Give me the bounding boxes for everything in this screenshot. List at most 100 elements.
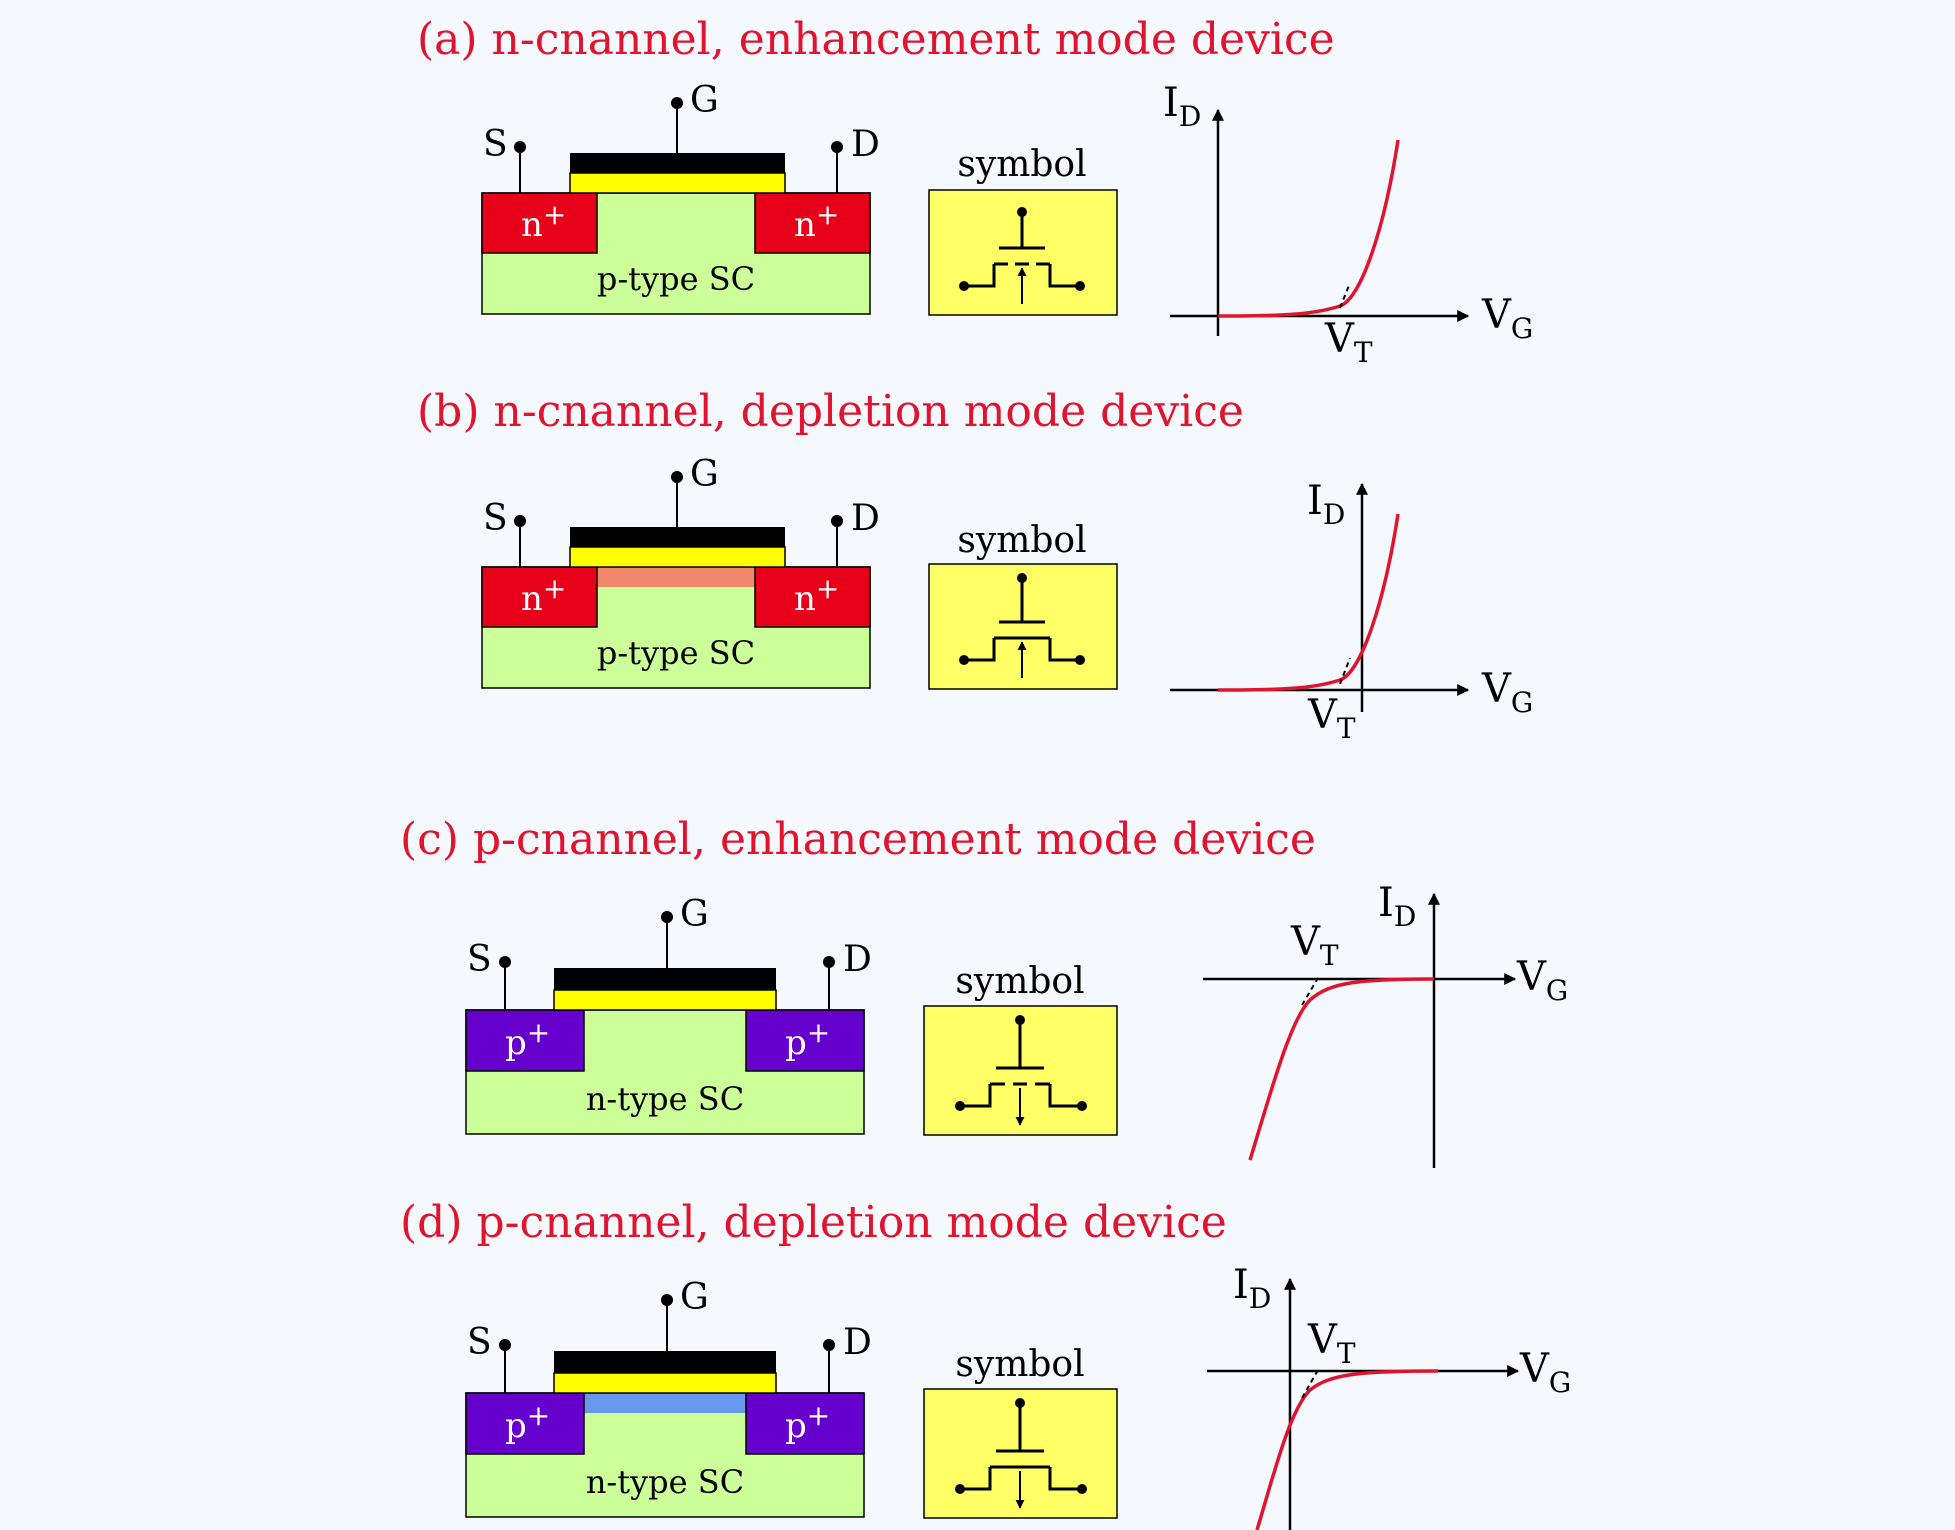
source-terminal-dot: [514, 515, 526, 527]
source-label: S: [467, 1322, 492, 1363]
gate-oxide: [569, 172, 786, 194]
symbol-label: symbol: [957, 520, 1086, 561]
substrate-label: p-type SC: [597, 260, 755, 298]
gate-metal: [570, 527, 785, 547]
id-axis-label: ID: [1307, 478, 1345, 531]
gate-metal: [554, 1351, 776, 1373]
drain-region-label: p+: [785, 1399, 830, 1446]
gate-terminal-dot: [671, 97, 683, 109]
id-axis-label: ID: [1163, 80, 1201, 133]
cross-section: p+ p+ n-type SC S G D: [465, 1277, 872, 1518]
circuit-symbol-box: symbol: [928, 144, 1118, 316]
panel-d: (d) p-cnannel, depletion mode device p+ …: [400, 1197, 1571, 1530]
id-vg-curve: [1217, 139, 1400, 318]
source-label: S: [483, 498, 508, 539]
drain-region: [754, 192, 871, 254]
drain-label: D: [843, 1322, 872, 1363]
gate-oxide: [569, 546, 786, 568]
id-axis-label: ID: [1233, 1262, 1271, 1315]
source-region: [481, 192, 598, 254]
cross-section: n+ n+ p-type SC S G D: [481, 80, 880, 315]
cross-section: n+ n+ p-type SC S G D: [481, 454, 880, 689]
gate-metal: [570, 153, 785, 173]
gate-label: G: [680, 1277, 709, 1318]
vt-label: VT: [1324, 316, 1373, 369]
drain-label: D: [843, 939, 872, 980]
symbol-label: symbol: [955, 1344, 1084, 1385]
drain-region-label: n+: [794, 198, 839, 245]
drain-terminal-dot: [831, 141, 843, 153]
id-vg-plot: ID VG VT: [1170, 478, 1533, 745]
vg-axis-label: VG: [1516, 954, 1568, 1007]
drain-region: [745, 1009, 865, 1072]
drain-label: D: [851, 498, 880, 539]
id-axis-label: ID: [1378, 880, 1416, 933]
gate-oxide: [553, 989, 777, 1011]
symbol-label: symbol: [957, 144, 1086, 185]
mosfet-symbol-arrow-out-icon: [955, 1015, 1087, 1126]
panel-title: (b) n-cnannel, depletion mode device: [417, 386, 1244, 437]
drain-label: D: [851, 124, 880, 165]
source-terminal-dot: [499, 1339, 511, 1351]
depletion-channel: [583, 1393, 747, 1413]
substrate-label: p-type SC: [597, 634, 755, 672]
source-region: [481, 566, 598, 628]
circuit-symbol-box: symbol: [923, 1344, 1118, 1519]
mosfet-symbol-arrow-out-icon: [955, 1398, 1087, 1509]
id-vg-plot: ID VG VT: [1207, 1262, 1571, 1530]
source-terminal-dot: [499, 956, 511, 968]
depletion-channel: [596, 567, 756, 587]
panel-title: (a) n-cnannel, enhancement mode device: [417, 14, 1335, 65]
id-vg-plot: ID VG VT: [1163, 80, 1533, 369]
drain-terminal-dot: [823, 1339, 835, 1351]
source-region-label: n+: [521, 572, 566, 619]
mosfet-symbol-arrow-in-icon: [959, 573, 1085, 678]
source-region-label: p+: [505, 1016, 550, 1063]
vt-extrapolation-line: [1339, 657, 1351, 685]
vt-label: VT: [1307, 692, 1356, 745]
source-region: [465, 1392, 585, 1455]
drain-terminal-dot: [831, 515, 843, 527]
cross-section: p+ p+ n-type SC S G D: [465, 894, 872, 1135]
source-region: [465, 1009, 585, 1072]
id-vg-curve: [1255, 1369, 1439, 1530]
drain-region: [754, 566, 871, 628]
source-label: S: [467, 939, 492, 980]
panel-title: (d) p-cnannel, depletion mode device: [400, 1197, 1227, 1248]
gate-terminal-dot: [661, 911, 673, 923]
gate-oxide: [553, 1372, 777, 1394]
vt-extrapolation-line: [1301, 1369, 1319, 1399]
panel-c: (c) p-cnannel, enhancement mode device p…: [400, 814, 1568, 1168]
drain-terminal-dot: [823, 956, 835, 968]
gate-label: G: [690, 454, 719, 495]
gate-label: G: [690, 80, 719, 121]
substrate-label: n-type SC: [586, 1080, 744, 1118]
source-region-label: p+: [505, 1399, 550, 1446]
vg-axis-label: VG: [1519, 1346, 1571, 1399]
gate-metal: [554, 968, 776, 990]
vg-axis-label: VG: [1481, 666, 1533, 719]
panel-a: (a) n-cnannel, enhancement mode device n…: [417, 14, 1533, 369]
gate-terminal-dot: [671, 471, 683, 483]
circuit-symbol-box: symbol: [928, 520, 1118, 690]
vt-label: VT: [1290, 919, 1339, 972]
source-label: S: [483, 124, 508, 165]
panel-b: (b) n-cnannel, depletion mode device n+ …: [417, 386, 1533, 745]
mosfet-symbol-arrow-in-icon: [959, 207, 1085, 304]
id-vg-curve: [1248, 977, 1435, 1161]
vt-label: VT: [1307, 1317, 1356, 1370]
panel-title: (c) p-cnannel, enhancement mode device: [400, 814, 1316, 865]
symbol-label: symbol: [955, 961, 1084, 1002]
drain-region-label: p+: [785, 1016, 830, 1063]
vt-extrapolation-line: [1339, 282, 1351, 309]
vg-axis-label: VG: [1481, 292, 1533, 345]
source-terminal-dot: [514, 141, 526, 153]
drain-region-label: n+: [794, 572, 839, 619]
substrate-label: n-type SC: [586, 1463, 744, 1501]
gate-label: G: [680, 894, 709, 935]
circuit-symbol-box: symbol: [923, 961, 1118, 1136]
id-vg-curve: [1217, 513, 1400, 692]
gate-terminal-dot: [661, 1294, 673, 1306]
id-vg-plot: ID VG VT: [1203, 880, 1568, 1168]
